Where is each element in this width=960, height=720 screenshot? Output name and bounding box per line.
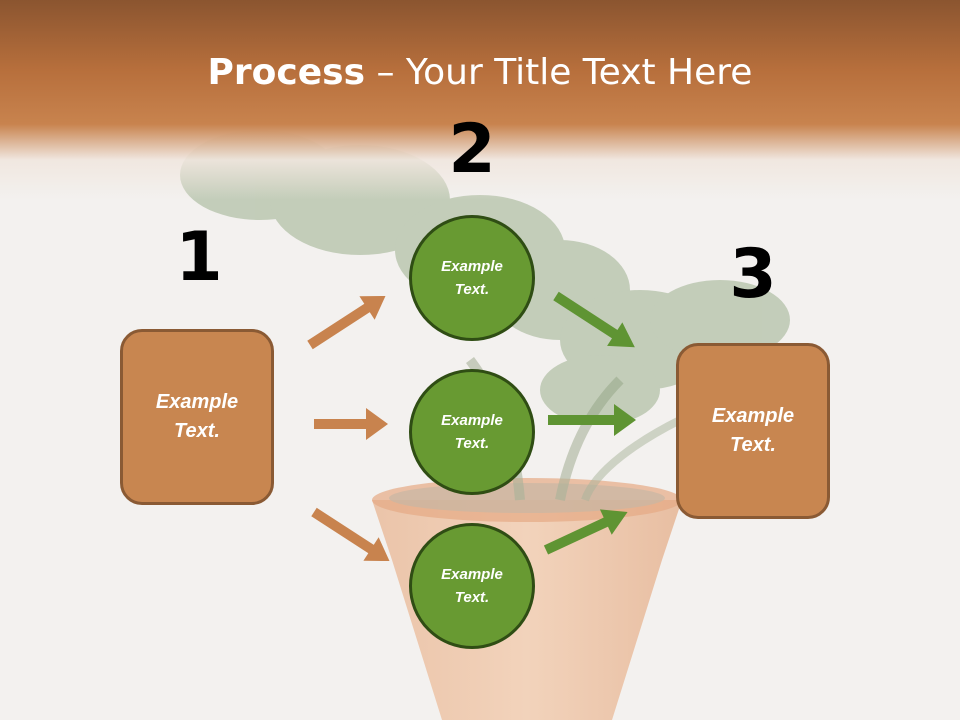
arrow-2-to-3-middle — [548, 404, 636, 436]
step-3-label: Example Text. — [711, 405, 795, 456]
arrow-1-to-2-bottom — [311, 507, 390, 562]
title-rest: – Your Title Text Here — [365, 52, 753, 93]
arrow-2-to-3-top — [553, 291, 635, 348]
arrow-1-to-2-top — [307, 295, 386, 350]
slide-title: Process – Your Title Text Here — [0, 52, 960, 93]
header-band — [0, 0, 960, 200]
step-3-box: Example Text. — [676, 343, 830, 519]
step-1-box: Example Text. — [120, 329, 274, 505]
title-bold: Process — [207, 52, 366, 93]
step-2-circle-top-label: Example Text. — [441, 258, 503, 298]
step-2-circle-middle: Example Text. — [409, 369, 535, 495]
step-1-label: Example Text. — [155, 391, 239, 442]
step-2-circle-top: Example Text. — [409, 215, 535, 341]
step-number-3: 3 — [729, 235, 777, 314]
step-number-1: 1 — [175, 218, 223, 297]
step-2-circle-bottom: Example Text. — [409, 523, 535, 649]
step-number-2: 2 — [448, 110, 496, 189]
arrow-1-to-2-middle — [314, 408, 388, 440]
arrow-2-to-3-bottom — [543, 509, 628, 555]
step-2-circle-bottom-label: Example Text. — [441, 566, 503, 606]
step-2-circle-middle-label: Example Text. — [441, 412, 503, 452]
